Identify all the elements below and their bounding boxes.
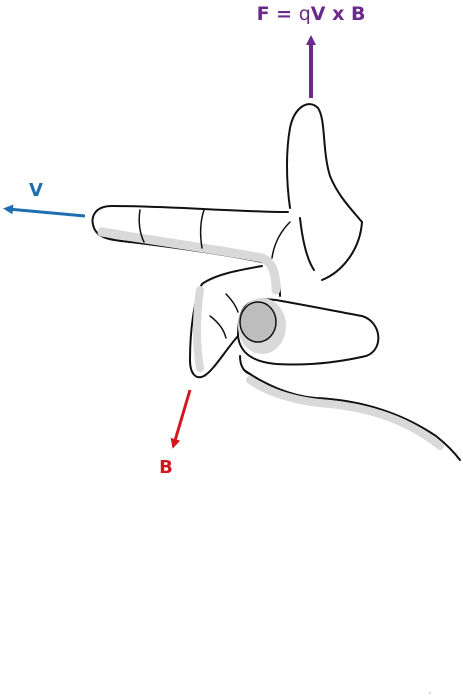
field-arrow bbox=[170, 389, 192, 449]
force-label-suffix: V x B bbox=[311, 3, 366, 25]
velocity-label: V bbox=[29, 180, 43, 201]
index-knuckle-3 bbox=[271, 221, 291, 259]
thumb-base-curve bbox=[299, 217, 315, 271]
index-finger bbox=[91, 205, 289, 297]
force-label-prefix: F = bbox=[257, 3, 299, 25]
curled-crease-1 bbox=[209, 315, 227, 339]
middle-finger-tip bbox=[239, 301, 277, 343]
arrow-left-icon bbox=[3, 204, 86, 218]
force-label: F = qV x B bbox=[257, 3, 366, 25]
wrist-shade bbox=[246, 376, 444, 450]
wrist-lower bbox=[239, 355, 251, 375]
curled-crease-2 bbox=[225, 293, 239, 313]
palm-edge bbox=[321, 221, 363, 281]
field-label: B bbox=[159, 457, 173, 478]
velocity-arrow bbox=[3, 204, 86, 218]
force-label-charge: q bbox=[299, 3, 311, 25]
index-finger-shade bbox=[97, 227, 281, 295]
arrow-down-left-icon bbox=[170, 389, 192, 449]
wrist-upper bbox=[243, 369, 461, 461]
thumb bbox=[286, 103, 363, 223]
curled-finger-shade bbox=[193, 286, 204, 372]
corner-dot bbox=[429, 692, 431, 694]
hand-icon bbox=[91, 103, 461, 461]
curled-fingers bbox=[189, 265, 263, 379]
index-knuckle-1 bbox=[138, 209, 145, 243]
index-knuckle-2 bbox=[199, 209, 205, 249]
